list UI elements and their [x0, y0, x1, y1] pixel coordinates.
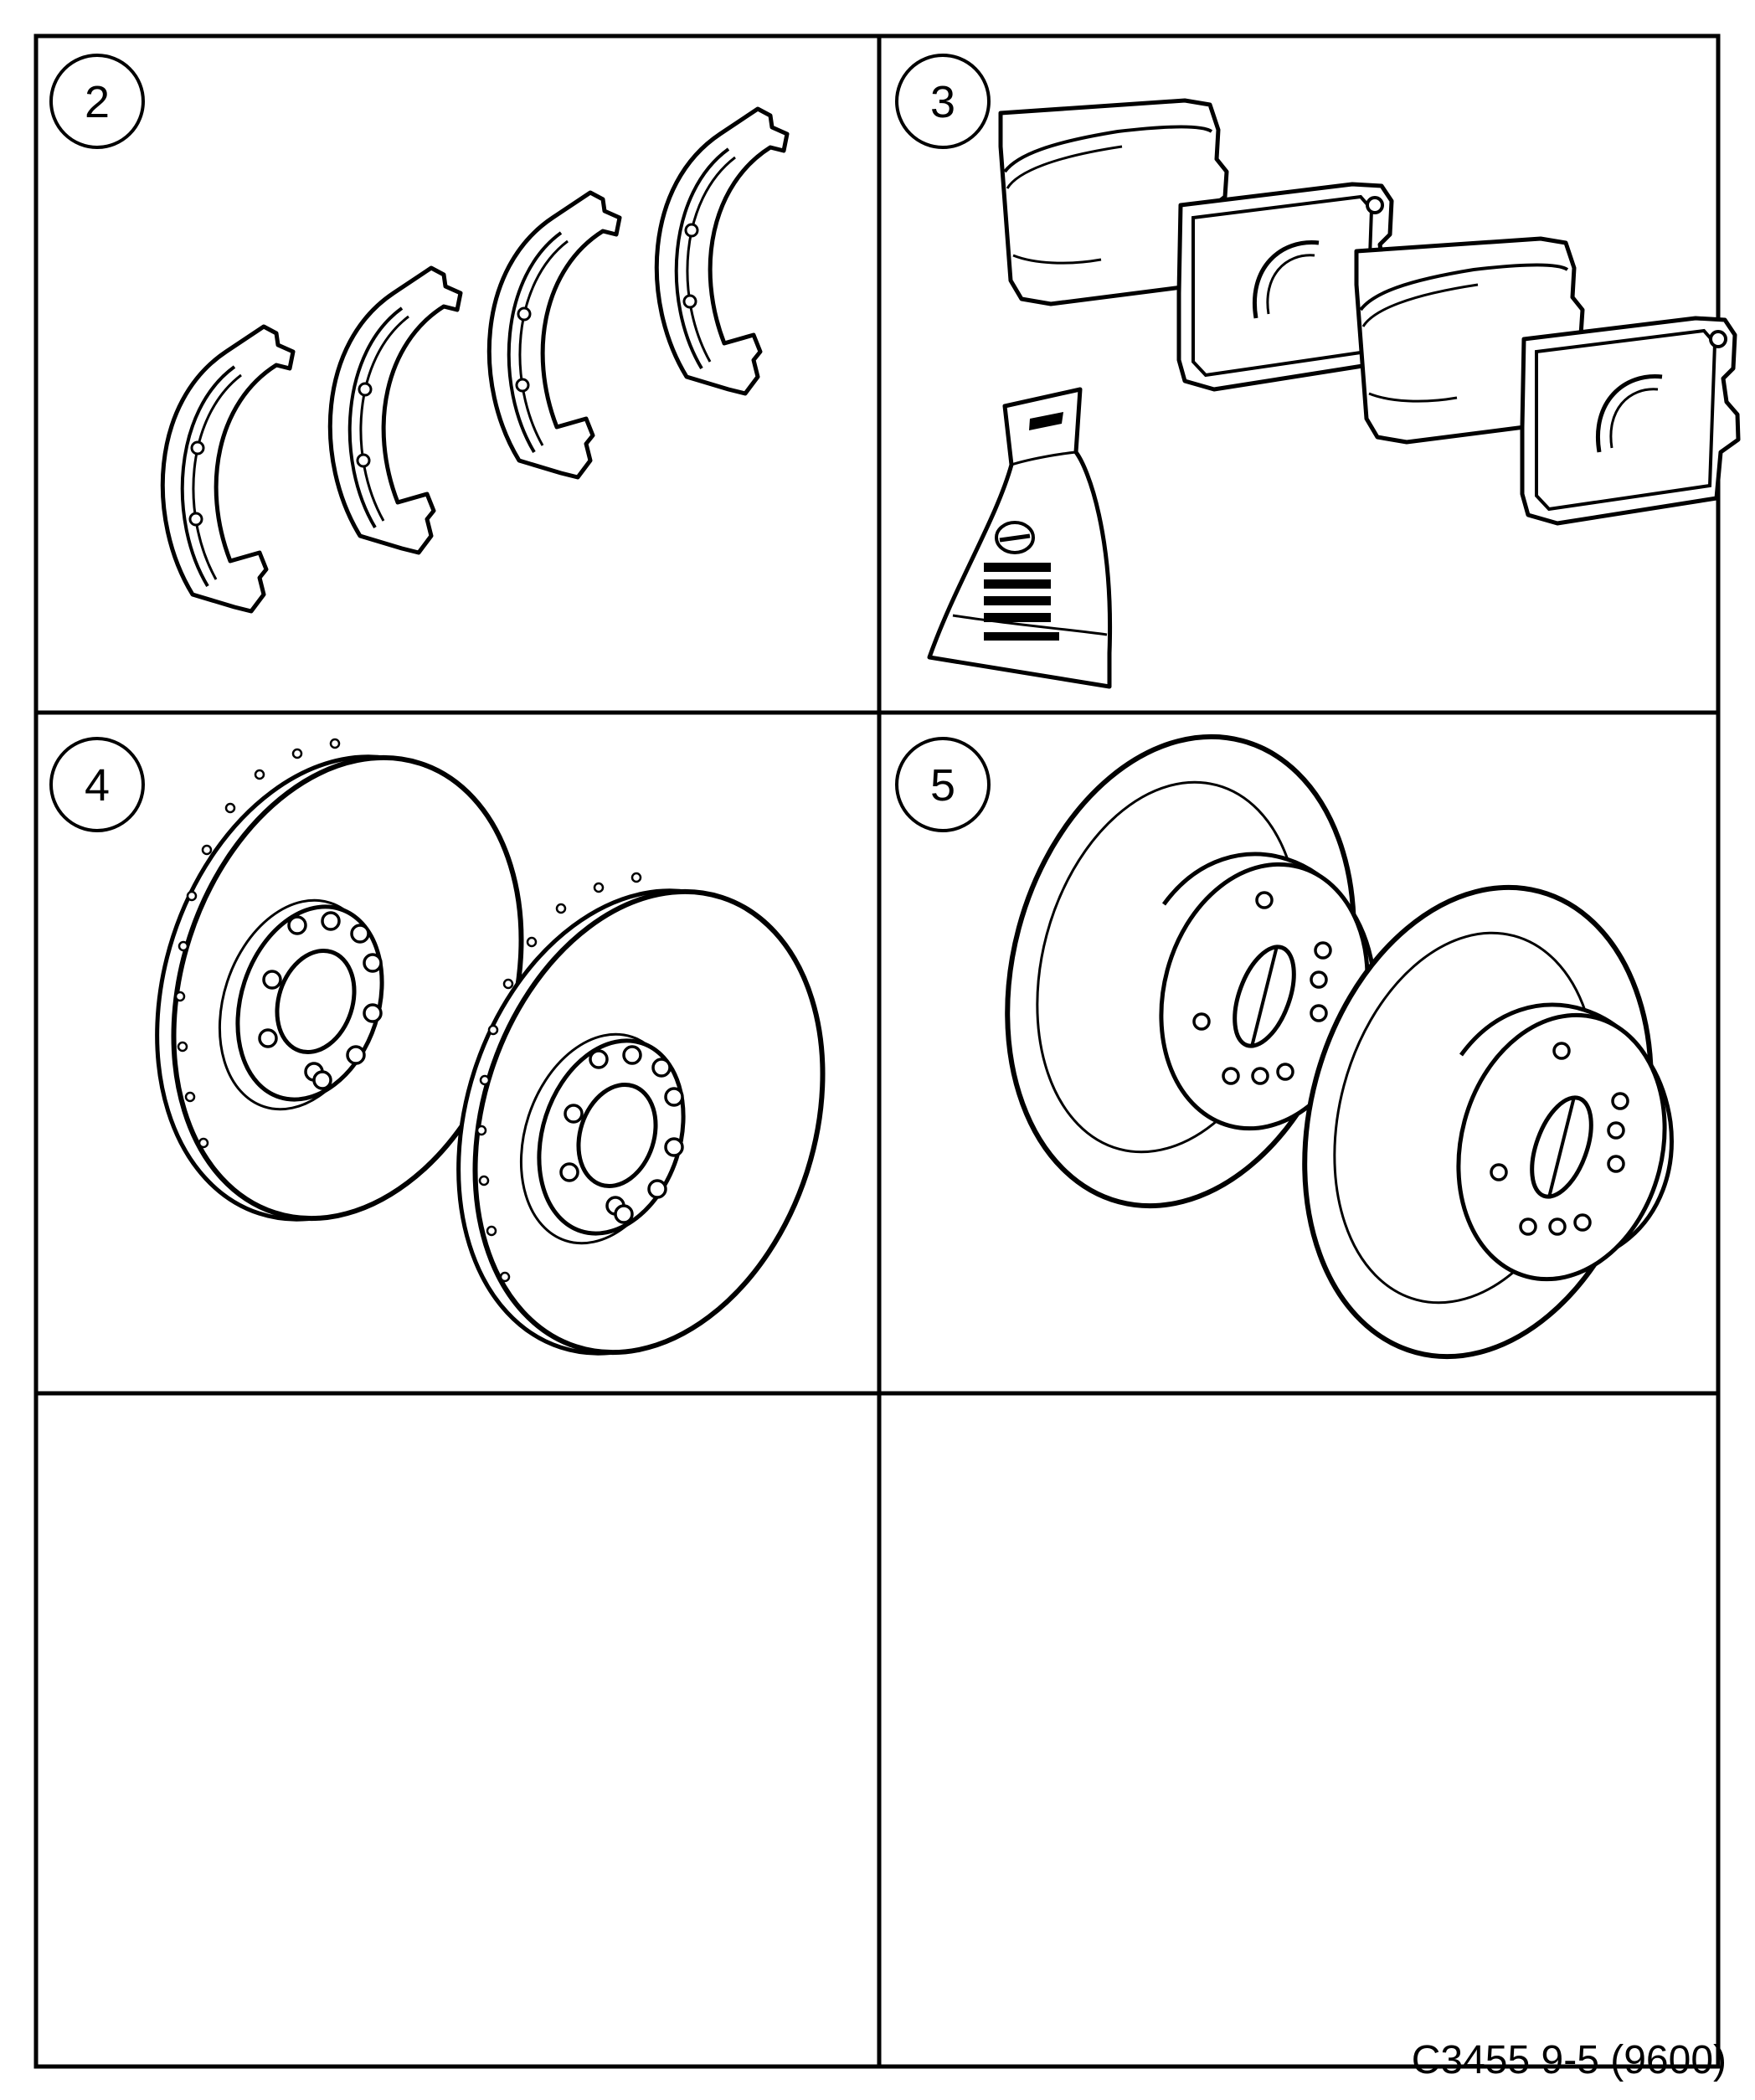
brake-shoe-2: [330, 268, 461, 553]
callout-number: 4: [85, 760, 110, 811]
brake-shoe-1: [162, 327, 293, 611]
brake-shoe-4: [656, 109, 787, 394]
grease-tube: [927, 387, 1113, 689]
brake-shoe-3: [489, 193, 620, 477]
panel-brake-shoes: 2: [49, 54, 787, 611]
brake-pad-4: [1522, 318, 1738, 523]
empty-panel-right: [882, 1396, 1716, 2064]
callout-5: 5: [895, 737, 991, 832]
callout-number: 2: [85, 77, 110, 127]
callout-2: 2: [49, 54, 145, 149]
callout-number: 3: [930, 77, 955, 127]
panel-solid-discs: 5: [895, 697, 1701, 1396]
empty-panel-left: [39, 1396, 877, 2064]
callout-3: 3: [895, 54, 991, 149]
grid-frame: [33, 33, 1721, 2069]
callout-4: 4: [49, 737, 145, 832]
figure-reference-caption: C3455 9-5 (9600): [1411, 2038, 1727, 2082]
panel-vented-discs: 4: [49, 711, 879, 1399]
panel-brake-pads: 3: [895, 54, 1738, 689]
callout-number: 5: [930, 760, 955, 811]
